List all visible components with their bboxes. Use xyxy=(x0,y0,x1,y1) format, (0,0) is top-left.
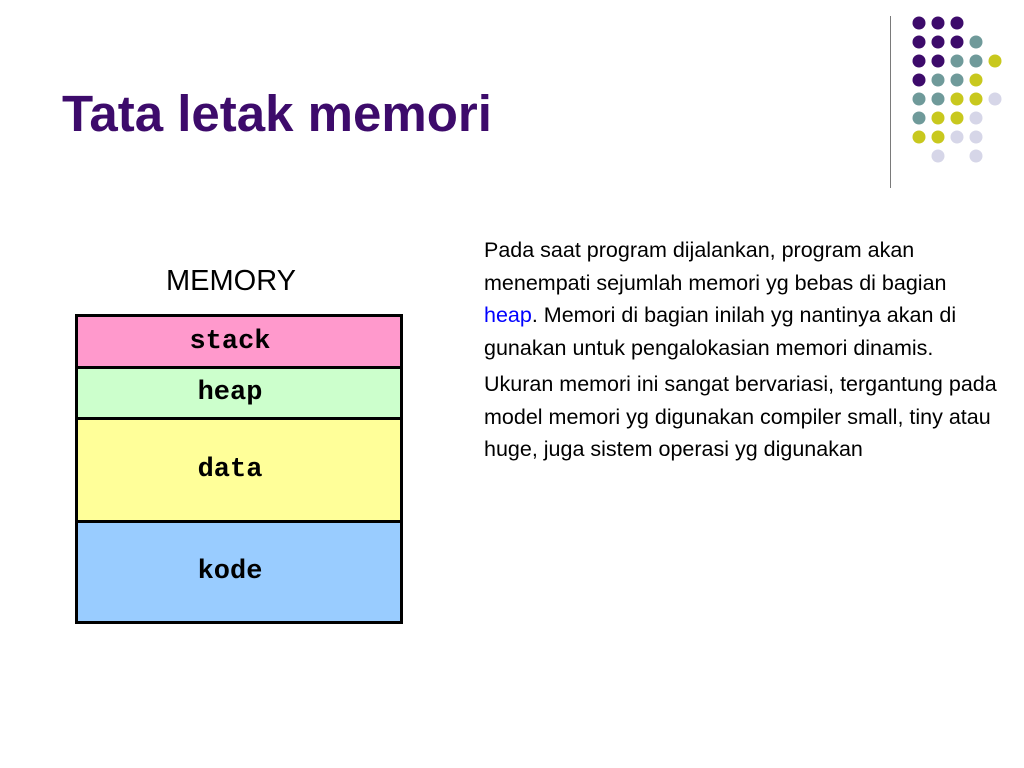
memory-segment-data: data xyxy=(78,420,400,523)
dot xyxy=(931,73,945,87)
segment-label-data: data xyxy=(197,455,263,485)
dot xyxy=(931,54,945,68)
dot xyxy=(912,16,926,30)
dot xyxy=(969,130,983,144)
paragraph-1-text-after: . Memori di bagian inilah yg nantinya ak… xyxy=(484,303,957,360)
memory-segment-heap: heap xyxy=(78,369,400,420)
dot xyxy=(950,73,964,87)
description-paragraph-2: Ukuran memori ini sangat bervariasi, ter… xyxy=(484,372,997,461)
dot xyxy=(969,111,983,125)
dot xyxy=(912,130,926,144)
dot xyxy=(912,54,926,68)
memory-layout-diagram: stack heap data kode xyxy=(75,314,403,624)
vertical-divider xyxy=(890,16,891,188)
dot xyxy=(950,111,964,125)
segment-label-stack: stack xyxy=(189,326,271,357)
description-text: Pada saat program dijalankan, program ak… xyxy=(484,234,1004,470)
memory-segment-stack: stack xyxy=(78,317,400,369)
dot xyxy=(931,130,945,144)
paragraph-1-text-before: Pada saat program dijalankan, program ak… xyxy=(484,238,947,295)
description-paragraph-1: Pada saat program dijalankan, program ak… xyxy=(484,234,1004,364)
dot xyxy=(912,111,926,125)
dot xyxy=(988,54,1002,68)
dot xyxy=(950,35,964,49)
dot xyxy=(969,92,983,106)
dot xyxy=(931,92,945,106)
memory-segment-kode: kode xyxy=(78,523,400,621)
slide-title: Tata letak memori xyxy=(62,85,492,142)
decorative-dot-grid xyxy=(912,16,1002,163)
dot xyxy=(950,54,964,68)
dot xyxy=(931,16,945,30)
segment-label-kode: kode xyxy=(197,557,263,587)
heap-highlight: heap xyxy=(484,303,532,327)
dot xyxy=(969,149,983,163)
dot xyxy=(931,35,945,49)
dot xyxy=(912,73,926,87)
dot xyxy=(912,35,926,49)
dot xyxy=(931,149,945,163)
dot xyxy=(988,92,1002,106)
memory-heading: MEMORY xyxy=(166,265,296,297)
dot xyxy=(969,35,983,49)
dot xyxy=(950,16,964,30)
dot xyxy=(950,130,964,144)
dot xyxy=(950,92,964,106)
segment-label-heap: heap xyxy=(197,378,263,408)
dot xyxy=(969,73,983,87)
dot xyxy=(912,92,926,106)
dot xyxy=(969,54,983,68)
dot xyxy=(931,111,945,125)
